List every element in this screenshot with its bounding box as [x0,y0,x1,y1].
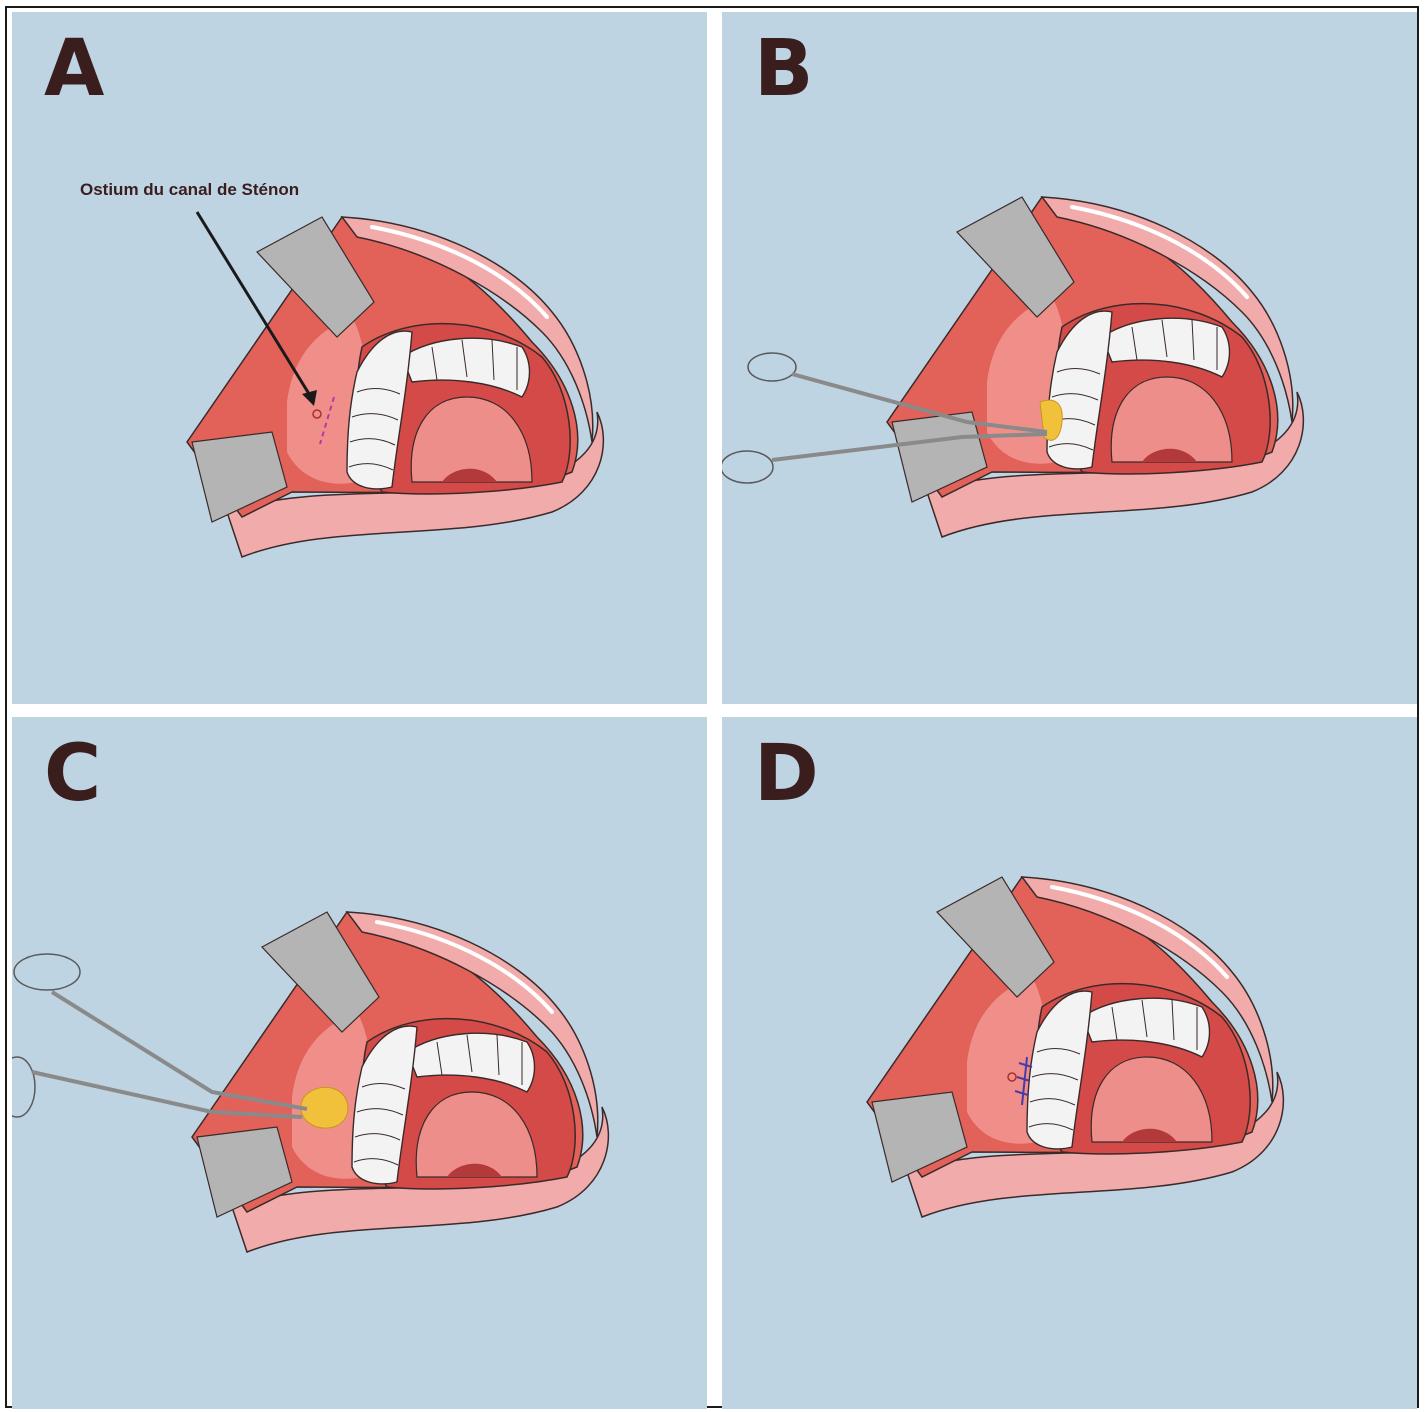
panel-label: A [44,30,104,108]
arrow-head-icon [302,390,317,406]
panel-b: B [722,12,1417,704]
panel-c-annotations [12,717,707,1409]
panel-label: C [44,735,101,813]
panel-a-annotations [12,12,707,704]
panel-label: B [754,30,813,108]
callout-label: Ostium du canal de Sténon [80,180,299,200]
stenon-ostium [1008,1073,1016,1081]
forceps-icon [722,353,1047,483]
panel-d-annotations [722,717,1417,1409]
callout-arrow [197,212,314,402]
panel-a: A Ostium du canal de Sténon [12,12,707,704]
forceps-icon [12,954,307,1117]
panel-label: D [754,735,819,813]
stenon-ostium [313,410,321,418]
suture-icon [1015,1057,1032,1105]
incision-line [320,397,334,444]
fat-graft [301,1087,348,1128]
panel-c: C [12,717,707,1409]
panel-b-annotations [722,12,1417,704]
panel-d: D [722,717,1417,1409]
